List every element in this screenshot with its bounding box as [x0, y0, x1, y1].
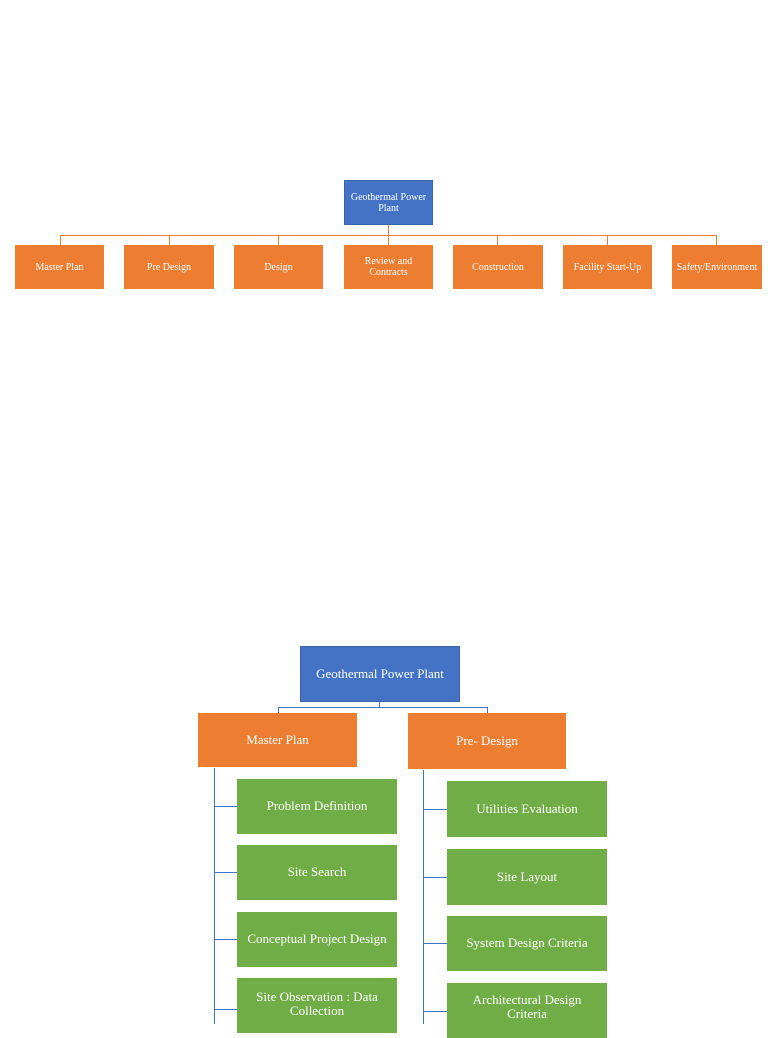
top-drop-connector [716, 235, 717, 245]
item-problem-definition: Problem Definition [237, 779, 397, 834]
item-connector [214, 872, 237, 873]
top-drop-connector [497, 235, 498, 245]
item-utilities-evaluation: Utilities Evaluation [447, 781, 607, 837]
item-connector [214, 806, 237, 807]
detail-root-connector [379, 702, 380, 708]
branch-pre-design: Pre- Design [408, 713, 566, 769]
item-connector [423, 943, 447, 944]
item-architectural-design-criteria: Architectural Design Criteria [447, 983, 607, 1038]
top-node-facility-start-up: Facility Start-Up [563, 245, 652, 289]
top-drop-connector [388, 235, 389, 245]
top-drop-connector [60, 235, 61, 245]
top-drop-connector [169, 235, 170, 245]
item-site-search: Site Search [237, 845, 397, 900]
item-system-design-criteria: System Design Criteria [447, 916, 607, 971]
item-connector [214, 939, 237, 940]
detail-root-node: Geothermal Power Plant [300, 646, 460, 702]
top-node-safety-environment: Safety/Environment [672, 245, 762, 289]
item-connector [423, 809, 447, 810]
item-connector [423, 877, 447, 878]
detail-drop-connector [487, 707, 488, 713]
item-conceptual-project-design: Conceptual Project Design [237, 912, 397, 967]
top-drop-connector [278, 235, 279, 245]
top-node-pre-design: Pre Design [124, 245, 214, 289]
top-drop-connector [607, 235, 608, 245]
detail-drop-connector [278, 707, 279, 713]
top-node-master-plan: Master Plan [15, 245, 104, 289]
item-site-layout: Site Layout [447, 849, 607, 905]
detail-horizontal-connector [278, 707, 488, 708]
item-connector [214, 1009, 237, 1010]
branch-master-plan: Master Plan [198, 713, 357, 767]
pre-design-spine [423, 770, 424, 1024]
top-root-node: Geothermal Power Plant [344, 180, 433, 225]
item-connector [423, 1011, 447, 1012]
top-node-review-contracts: Review and Contracts [344, 245, 433, 289]
top-node-construction: Construction [453, 245, 543, 289]
top-root-connector [388, 225, 389, 235]
master-plan-spine [214, 768, 215, 1024]
item-site-observation: Site Observation : Data Collection [237, 978, 397, 1033]
top-node-design: Design [234, 245, 323, 289]
